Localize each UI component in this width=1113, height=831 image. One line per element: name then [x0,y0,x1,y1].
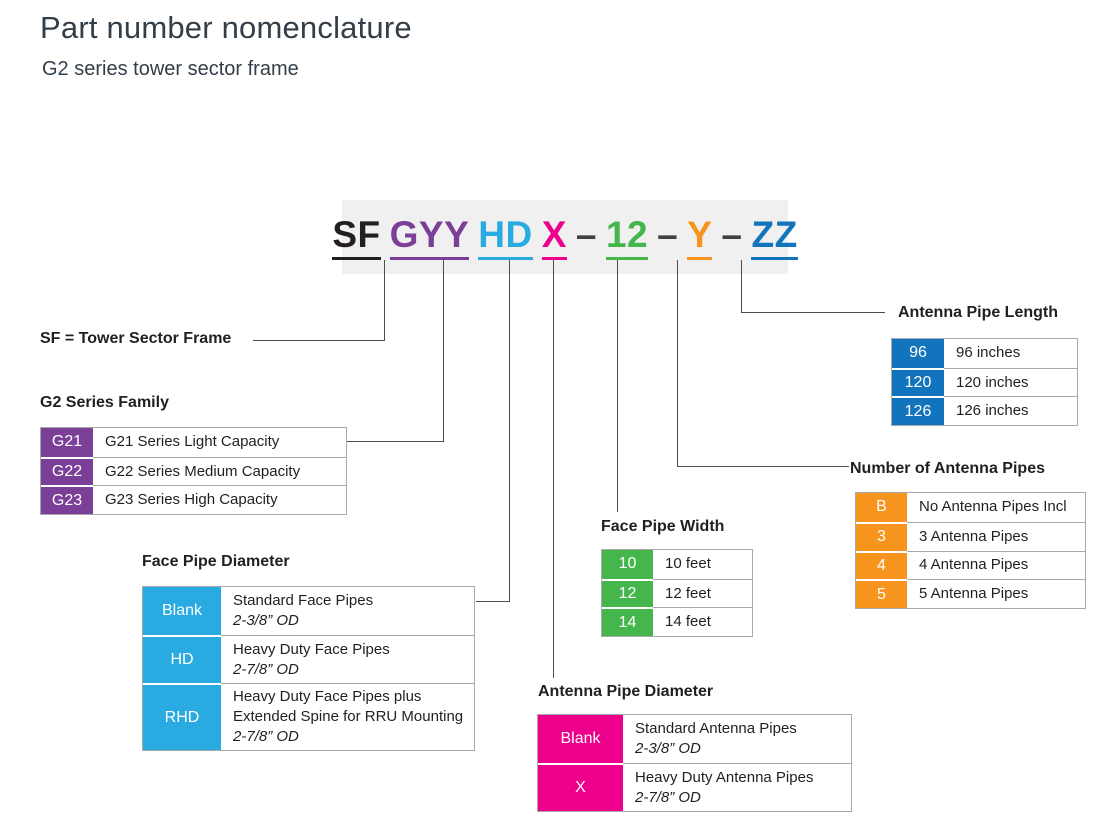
table-row: X Heavy Duty Antenna Pipes 2-7/8” OD [538,763,851,811]
number-of-antenna-pipes-table: B No Antenna Pipes Incl 3 3 Antenna Pipe… [855,492,1086,609]
face-pipe-width-table: 10 10 feet 12 12 feet 14 14 feet [601,549,753,638]
number-of-antenna-pipes-title: Number of Antenna Pipes [850,460,1045,477]
connector-sf-horizontal [253,340,385,341]
segment-x: X [541,216,567,260]
row-description: 126 inches [956,402,1029,420]
row-description: 14 feet [665,613,711,631]
code-badge: G23 [41,485,93,515]
table-row: B No Antenna Pipes Incl [856,493,1085,522]
row-description: 96 inches [956,344,1021,362]
connector-hd-horizontal [476,601,510,602]
connector-zz-horizontal [741,312,885,313]
connector-gyy-horizontal [347,441,444,442]
antenna-pipe-length-table: 96 96 inches 120 120 inches 126 126 inch… [891,338,1078,427]
connector-gyy-vertical [443,260,444,442]
table-row: 126 126 inches [892,396,1077,426]
row-description: G23 Series High Capacity [105,491,278,509]
code-badge: 5 [856,579,907,608]
table-row: Blank Standard Face Pipes 2-3/8” OD [143,587,474,635]
row-note: 2-3/8” OD [233,612,299,629]
code-badge: 4 [856,550,907,580]
code-badge: Blank [143,587,221,635]
table-row: G21 G21 Series Light Capacity [41,428,346,457]
code-badge: 10 [602,550,653,579]
row-description: Standard Face Pipes [233,592,374,609]
code-badge: G22 [41,456,93,486]
row-description: Heavy Duty Face Pipes plus Extended Spin… [233,688,464,725]
row-description: 120 inches [956,373,1029,391]
table-row: HD Heavy Duty Face Pipes 2-7/8” OD [143,635,474,683]
segment-dash: – [575,214,597,255]
table-row: 96 96 inches [892,339,1077,368]
row-note: 2-7/8” OD [233,728,299,745]
code-badge: X [538,763,623,811]
table-row: RHD Heavy Duty Face Pipes plus Extended … [143,683,474,750]
row-description: Standard Antenna Pipes [635,720,797,737]
antenna-pipe-length-title: Antenna Pipe Length [898,304,1058,321]
code-badge: G21 [41,428,93,457]
row-description: No Antenna Pipes Incl [919,498,1067,516]
face-pipe-diameter-table: Blank Standard Face Pipes 2-3/8” OD HD H… [142,586,475,751]
row-note: 2-7/8” OD [233,660,299,678]
row-description: G21 Series Light Capacity [105,433,280,451]
family-table-title: G2 Series Family [40,394,169,411]
sf-callout-label: SF = Tower Sector Frame [40,330,232,347]
segment-gyy: GYY [389,216,470,260]
segment-y: Y [687,216,713,260]
face-pipe-diameter-title: Face Pipe Diameter [142,553,290,570]
row-description: 3 Antenna Pipes [919,527,1029,545]
face-pipe-width-title: Face Pipe Width [601,518,725,535]
connector-hd-vertical [509,260,510,602]
table-row: 10 10 feet [602,550,752,579]
table-row: 5 5 Antenna Pipes [856,579,1085,608]
connector-x-vertical [553,260,554,678]
code-badge: 12 [602,578,653,608]
connector-y-vertical [677,260,678,467]
connector-sf-vertical [384,260,385,341]
segment-dash: – [721,214,743,255]
row-description: G22 Series Medium Capacity [105,462,301,480]
connector-y-horizontal [677,466,849,467]
table-row: 14 14 feet [602,607,752,637]
code-badge: HD [143,635,221,683]
table-row: G23 G23 Series High Capacity [41,485,346,515]
row-description: 5 Antenna Pipes [919,585,1029,603]
row-description: Heavy Duty Antenna Pipes [635,768,814,786]
row-description: 4 Antenna Pipes [919,556,1029,574]
table-row: 4 4 Antenna Pipes [856,550,1085,580]
family-table: G21 G21 Series Light Capacity G22 G22 Se… [40,427,347,516]
segment-width: 12 [605,216,649,260]
code-badge: 120 [892,367,944,397]
segment-dash: – [657,214,679,255]
code-badge: Blank [538,715,623,763]
code-badge: RHD [143,683,221,750]
connector-zz-vertical [741,260,742,313]
connector-width-vertical [617,260,618,512]
row-note: 2-3/8” OD [635,740,701,757]
antenna-pipe-diameter-title: Antenna Pipe Diameter [538,683,714,700]
page-subtitle: G2 series tower sector frame [42,58,299,80]
part-number-box: SF GYY HD X – 12 – Y – ZZ [332,200,798,274]
row-description: Heavy Duty Face Pipes [233,640,390,658]
row-note: 2-7/8” OD [635,788,701,806]
code-badge: 14 [602,607,653,637]
table-row: 120 120 inches [892,367,1077,397]
table-row: 3 3 Antenna Pipes [856,521,1085,551]
table-row: 12 12 feet [602,578,752,608]
segment-zz: ZZ [751,216,798,260]
table-row: G22 G22 Series Medium Capacity [41,456,346,486]
code-badge: 96 [892,339,944,368]
code-badge: 126 [892,396,944,426]
page-title: Part number nomenclature [40,10,412,45]
code-badge: 3 [856,521,907,551]
antenna-pipe-diameter-table: Blank Standard Antenna Pipes 2-3/8” OD X… [537,714,852,812]
row-description: 10 feet [665,555,711,573]
segment-sf: SF [332,216,381,260]
code-badge: B [856,493,907,522]
table-row: Blank Standard Antenna Pipes 2-3/8” OD [538,715,851,763]
segment-hd: HD [478,216,533,260]
row-description: 12 feet [665,584,711,602]
